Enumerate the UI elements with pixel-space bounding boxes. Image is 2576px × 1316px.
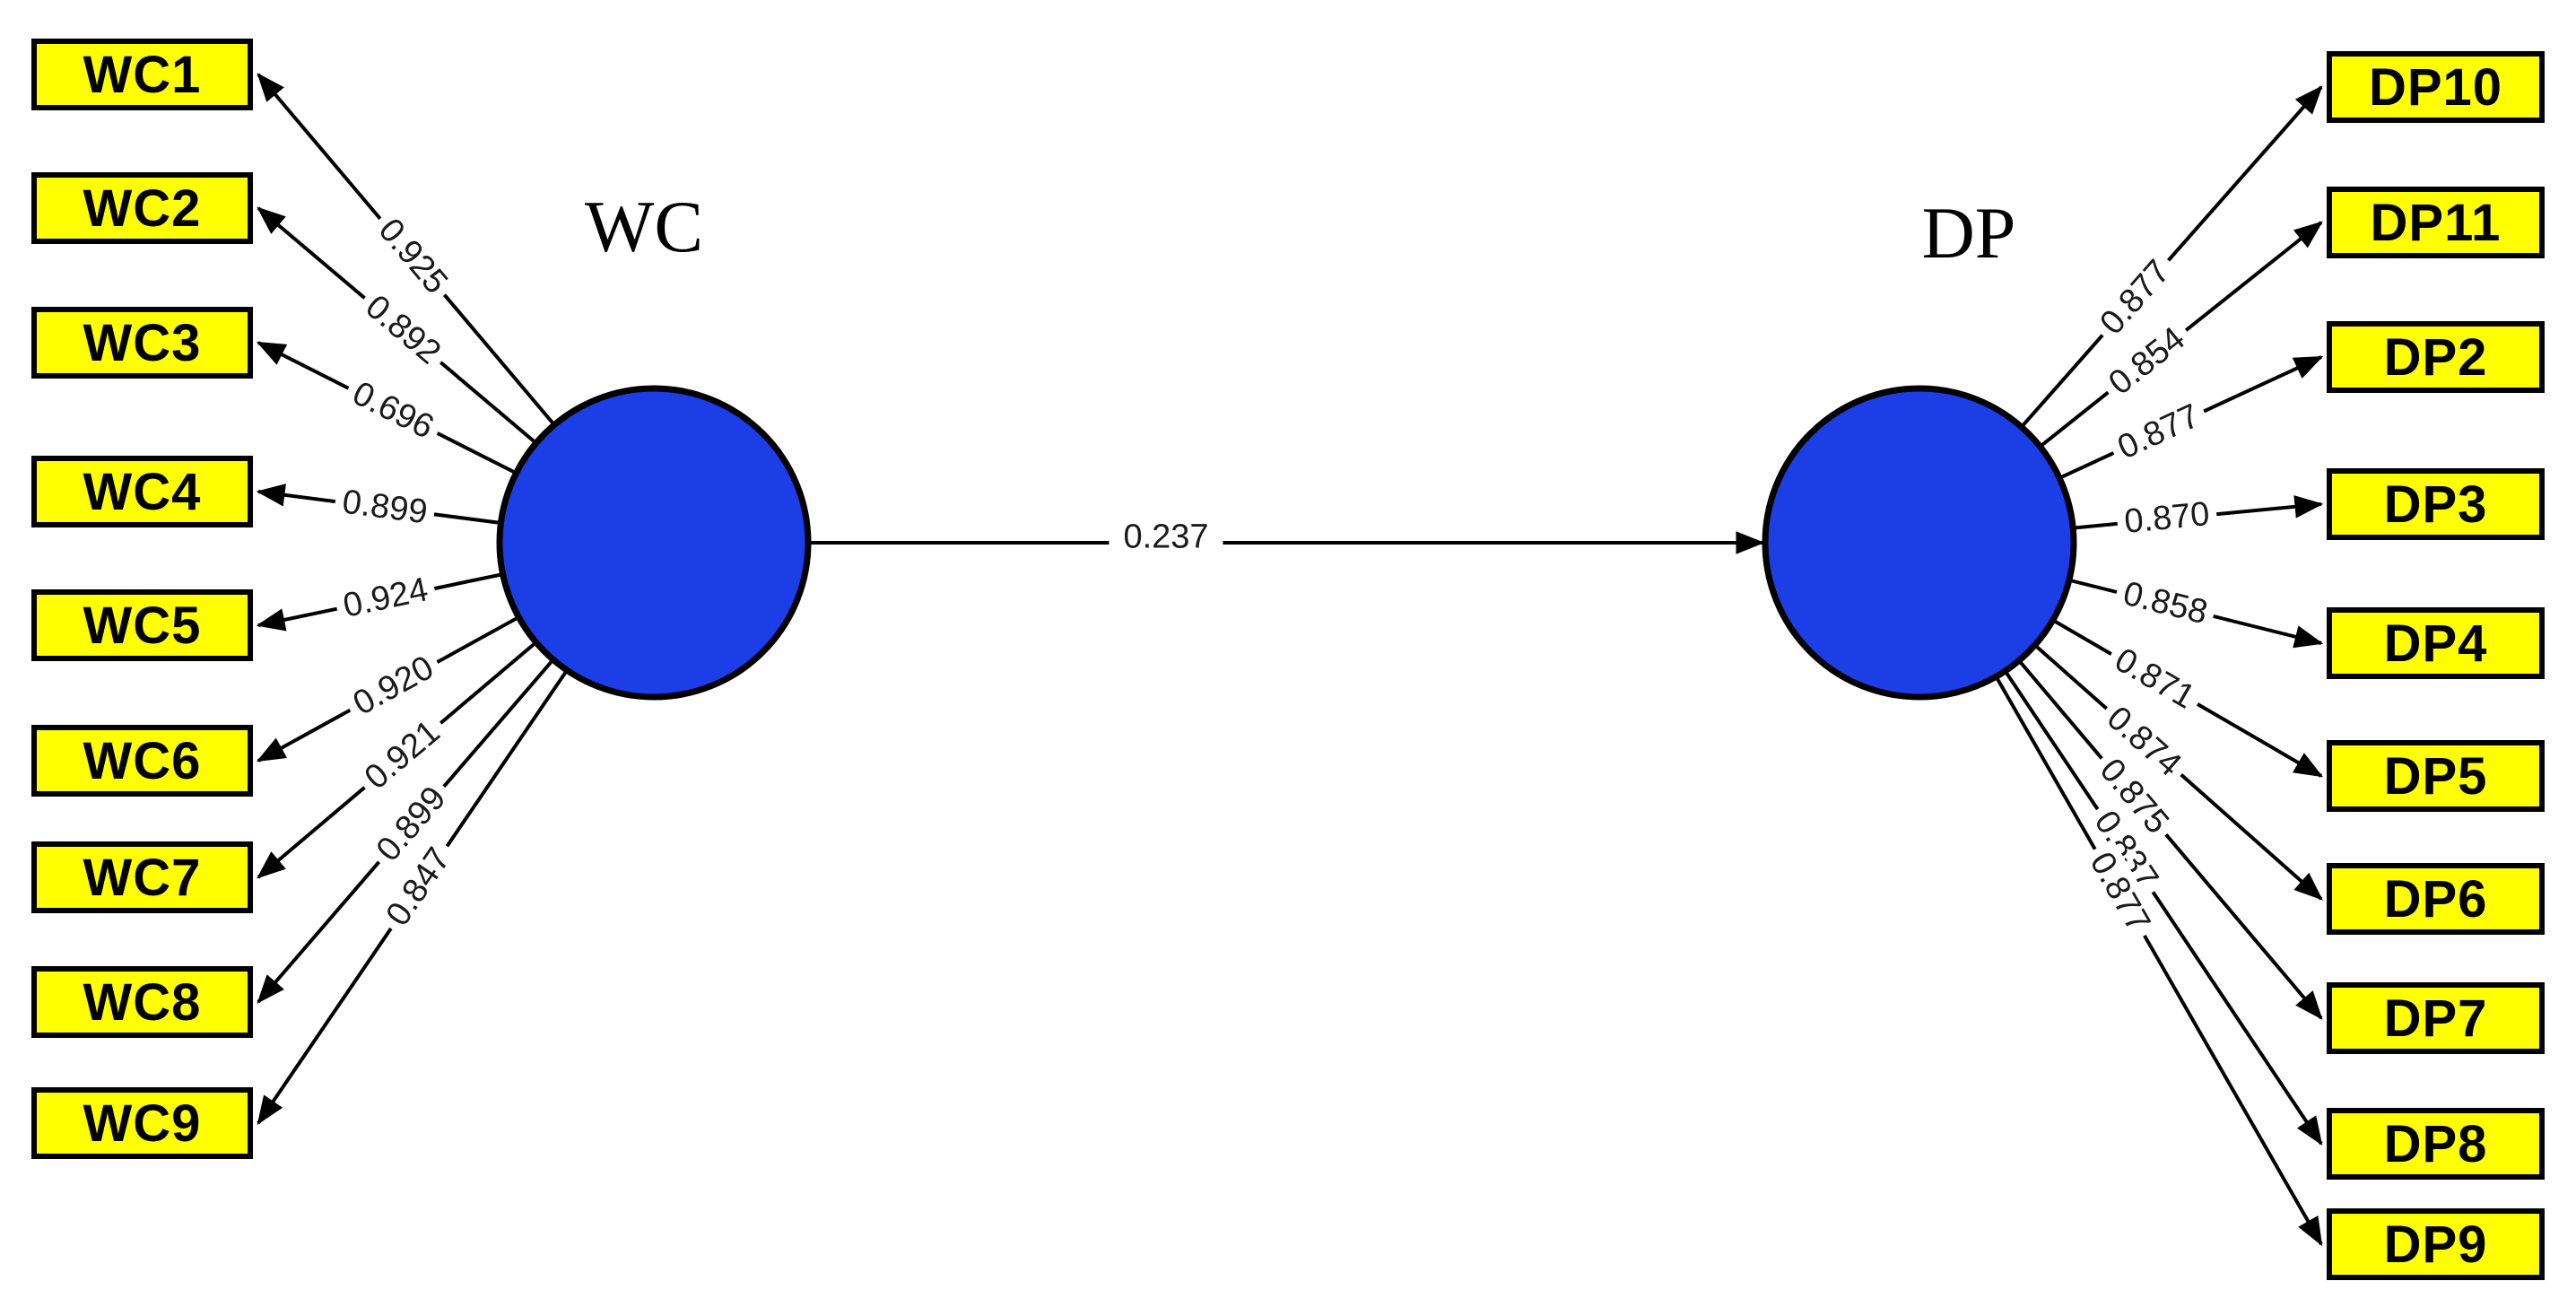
indicator-box-dp3: DP3 <box>2327 468 2545 540</box>
latent-label-wc: WC <box>584 186 704 267</box>
indicator-box-wc7: WC7 <box>31 841 253 913</box>
path-coefficient-label: 0.237 <box>1109 516 1223 559</box>
indicator-box-dp7: DP7 <box>2327 982 2545 1054</box>
indicator-box-wc6: WC6 <box>31 725 253 797</box>
latent-circle-wc <box>496 385 812 701</box>
latent-label-dp: DP <box>1921 192 2016 274</box>
indicator-box-dp8: DP8 <box>2327 1108 2545 1180</box>
latent-circle-dp <box>1762 385 2077 701</box>
indicator-box-dp5: DP5 <box>2327 740 2545 812</box>
indicator-box-dp4: DP4 <box>2327 607 2545 679</box>
indicator-box-wc9: WC9 <box>31 1087 253 1159</box>
indicator-box-dp11: DP11 <box>2327 187 2545 258</box>
indicator-box-dp2: DP2 <box>2327 321 2545 393</box>
indicator-box-wc4: WC4 <box>31 456 253 527</box>
indicator-box-wc1: WC1 <box>31 39 253 110</box>
indicator-box-dp6: DP6 <box>2327 863 2545 935</box>
indicator-box-dp9: DP9 <box>2327 1208 2545 1280</box>
indicator-box-wc3: WC3 <box>31 307 253 379</box>
indicator-box-wc8: WC8 <box>31 966 253 1038</box>
indicator-box-wc2: WC2 <box>31 172 253 244</box>
indicator-box-wc5: WC5 <box>31 589 253 661</box>
indicator-box-dp10: DP10 <box>2327 51 2545 123</box>
